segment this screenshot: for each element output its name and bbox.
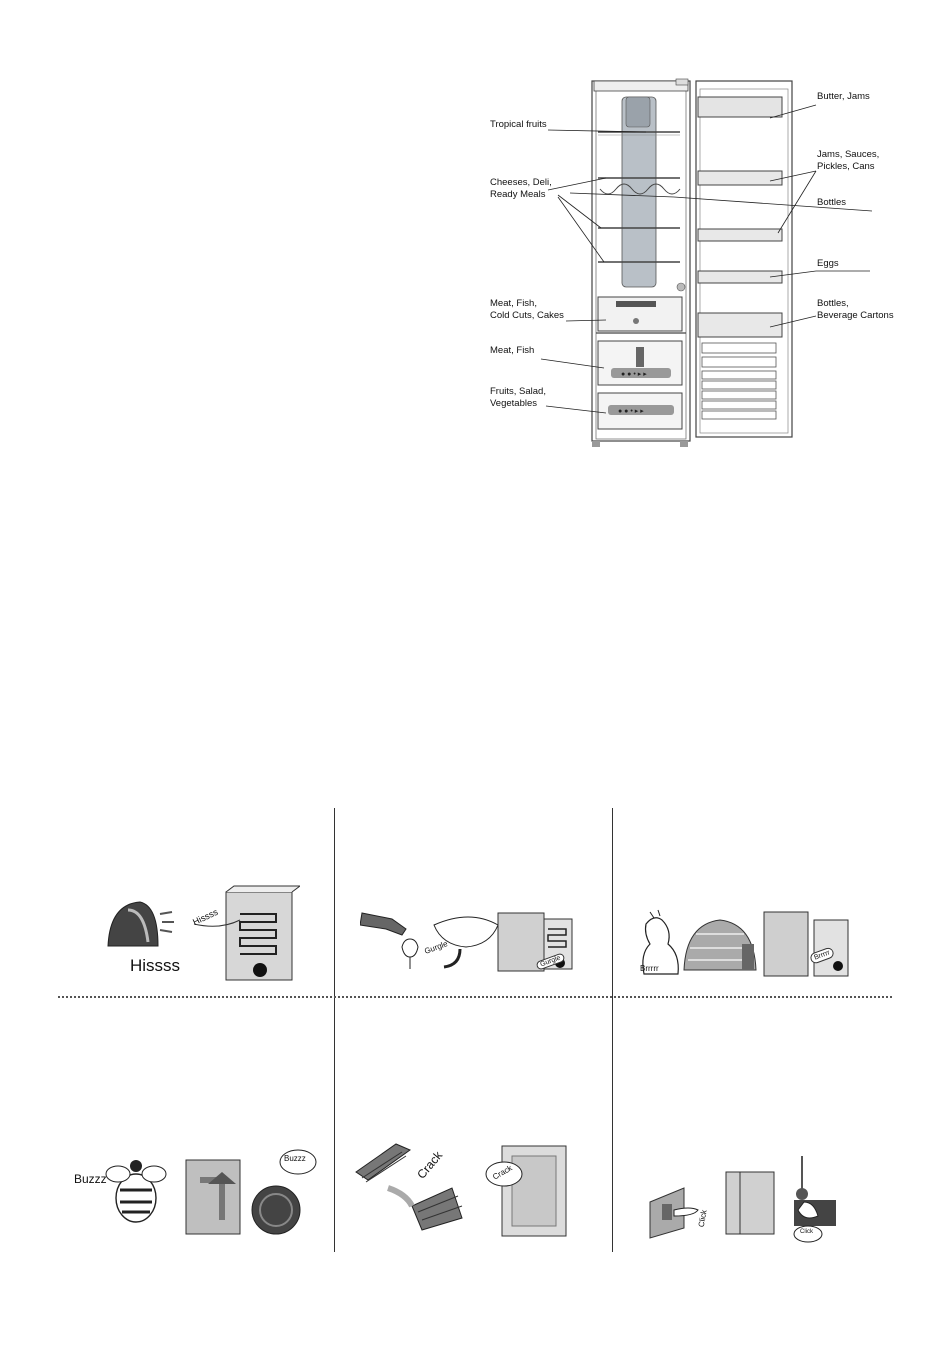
sound-illustration-hiss: Hissss Hissss [100, 884, 300, 984]
label-fruits-vegetables: Fruits, Salad, Vegetables [490, 386, 546, 410]
label-bottles: Bottles [817, 197, 846, 209]
label-bottles-cartons: Bottles, Beverage Cartons [817, 298, 894, 322]
grid-dotted-separator [58, 996, 892, 998]
label-meat-fish-cold-cuts: Meat, Fish, Cold Cuts, Cakes [490, 298, 564, 322]
svg-text:● ● • ▸ ▸: ● ● • ▸ ▸ [618, 408, 644, 415]
label-eggs: Eggs [817, 258, 839, 270]
label-meat-fish: Meat, Fish [490, 345, 534, 357]
svg-text:● ● • ▸ ▸: ● ● • ▸ ▸ [621, 371, 647, 378]
sound-illustration-brrr: Brrrrr Brrrrr [638, 904, 868, 986]
sound-illustration-click: Click Click [644, 1154, 844, 1246]
label-butter-jams: Butter, Jams [817, 91, 870, 103]
sound-illustration-crack: Crack Crack [352, 1132, 582, 1240]
click-text-2: Click [800, 1229, 813, 1235]
label-cheeses-deli: Cheeses, Deli, Ready Meals [490, 177, 552, 201]
grid-divider-right [612, 808, 613, 1252]
fridge-diagram: ● ● • ▸ ▸ ● ● • ▸ ▸ [486, 75, 906, 455]
buzz-text-2: Buzzz [284, 1154, 306, 1163]
sound-illustration-gurgle: Gurgle Gurgle [360, 905, 590, 985]
label-tropical-fruits: Tropical fruits [490, 119, 547, 131]
sound-illustration-buzz: Buzzz Buzzz [72, 1140, 322, 1244]
grid-divider-left [334, 808, 335, 1252]
hiss-text-large: Hissss [130, 956, 180, 976]
fridge-drawing: ● ● • ▸ ▸ ● ● • ▸ ▸ [486, 75, 906, 455]
label-jams-sauces: Jams, Sauces, Pickles, Cans [817, 149, 879, 173]
brrr-text-1: Brrrrr [640, 964, 659, 973]
buzz-text-1: Buzzz [74, 1172, 107, 1186]
